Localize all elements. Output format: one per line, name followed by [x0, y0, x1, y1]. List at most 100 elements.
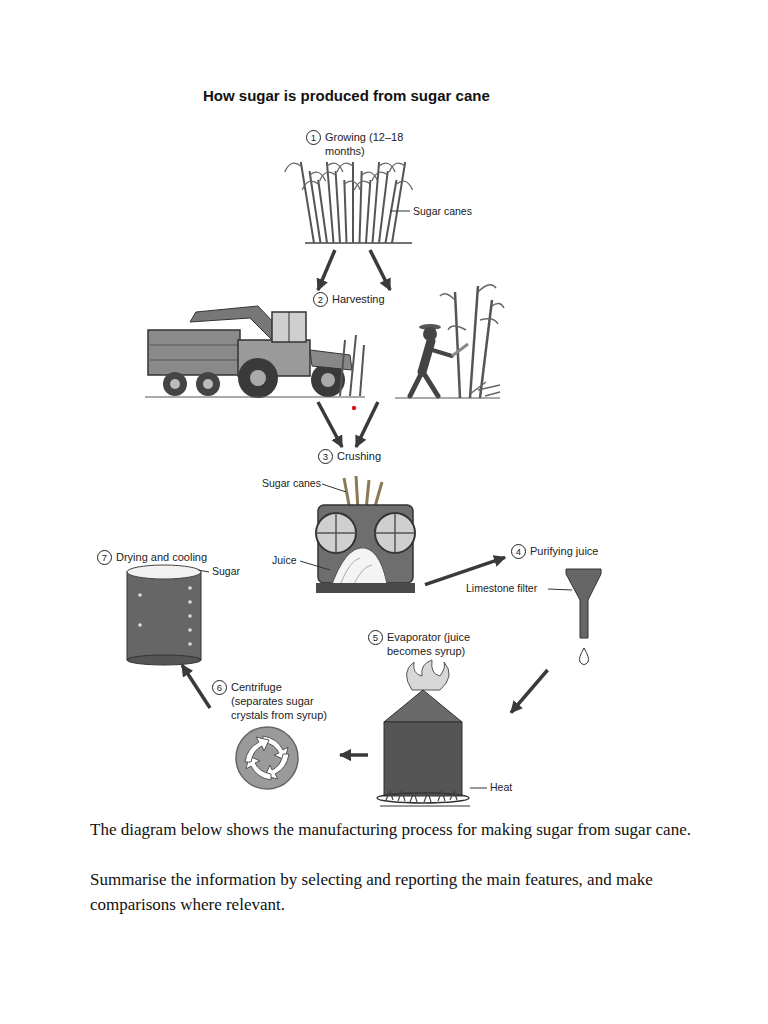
sugar-cane-stalk [352, 162, 354, 243]
stage-name: Crushing [337, 449, 381, 463]
sugar-cane-leaf [327, 163, 343, 172]
diagram-title: How sugar is produced from sugar cane [203, 87, 490, 104]
worker-cutting-cane [440, 285, 504, 330]
stage-heading: 3 Crushing [318, 449, 381, 464]
centrifuge [236, 727, 298, 789]
harvester-machine [360, 345, 364, 396]
leader-line [322, 484, 346, 492]
stage-heading: 7 Drying and cooling [97, 550, 207, 565]
sugar-cane-stalk [301, 162, 314, 243]
callout-number: 6 [212, 680, 227, 695]
sugar-cane-stalk [327, 162, 334, 243]
flow-arrow [182, 665, 210, 708]
flow-arrow [511, 670, 548, 713]
callout-number: 7 [97, 550, 112, 565]
process-stage: 7 Drying and cooling [92, 543, 227, 665]
stage-heading: 2 Harvesting [313, 292, 385, 307]
harvester-machine [272, 312, 306, 342]
drying-drum [188, 614, 192, 618]
sugar-cane-leaf [344, 181, 360, 190]
worker-cutting-cane [455, 292, 460, 398]
harvester-machine [145, 306, 365, 398]
process-stage: 2 Harvesting [140, 290, 510, 402]
callout-number: 2 [313, 292, 328, 307]
stage-name: Purifying juice [530, 544, 598, 558]
sugar-cane-leaf [337, 163, 353, 172]
limestone-filter-funnel [580, 648, 589, 665]
sugar-cane-leaf [310, 172, 326, 181]
leader-line [300, 561, 330, 570]
stage-name: Drying and cooling [116, 550, 207, 564]
worker-cutting-cane [395, 398, 500, 399]
drying-drum [188, 642, 192, 646]
harvester-machine [150, 360, 238, 361]
worker-cutting-cane [422, 341, 431, 372]
stage-heading: 1Growing (12–18 months) [306, 130, 410, 158]
evaporator [380, 806, 470, 807]
sugar-cane-stalk [344, 180, 346, 243]
limestone-filter-funnel [566, 569, 601, 665]
process-stage: 3 Crushing [250, 447, 425, 595]
flow-arrow [425, 557, 505, 584]
task-text: The diagram below shows the manufacturin… [90, 817, 702, 842]
callout-number: 5 [368, 630, 383, 645]
stage-name: Centrifuge (separates sugar crystals fro… [231, 680, 336, 722]
process-stage: 1Growing (12–18 months) [298, 128, 478, 250]
sugar-cane-leaf [362, 172, 378, 181]
part-label: Sugar canes [413, 205, 472, 218]
part-label: Limestone filter [466, 582, 537, 595]
flow-arrow [356, 402, 378, 447]
worker-cutting-cane [470, 382, 500, 396]
sugar-cane-leaf [354, 181, 370, 190]
centrifuge [245, 737, 269, 762]
process-stage: 5Evaporator (juice becomes syrup) [368, 628, 511, 808]
drying-drum [127, 572, 201, 660]
stage-name: Harvesting [332, 292, 385, 306]
stage-heading: 6 Centrifuge (separates sugar crystals fr… [212, 680, 336, 722]
worker-cutting-cane [395, 285, 504, 398]
callout-number: 3 [318, 449, 333, 464]
harvester-machine [196, 372, 220, 396]
drying-drum [188, 600, 192, 604]
drying-drum [127, 565, 201, 665]
sugar-cane-stalk [318, 180, 327, 243]
drying-drum [138, 593, 142, 597]
leader-line [198, 570, 209, 572]
stage-heading: 4Purifying juice [511, 544, 598, 559]
callout-number: 1 [306, 130, 321, 145]
harvester-machine [150, 345, 238, 346]
harvester-machine [170, 379, 180, 389]
harvester-machine [145, 397, 365, 398]
flow-arrow [318, 250, 335, 290]
part-label: Heat [490, 781, 512, 794]
evaporator [384, 690, 462, 722]
part-label: Sugar [212, 565, 240, 578]
sugar-cane-leaf [285, 163, 301, 172]
flow-arrow [340, 753, 368, 757]
sugar-cane-leaf [302, 181, 318, 190]
leader-line [470, 788, 487, 789]
harvester-machine [340, 340, 345, 396]
worker-cutting-cane [410, 372, 438, 396]
sugar-cane-stalk [392, 162, 405, 243]
sugar-cane-leaf [320, 172, 336, 181]
stage-heading: 5Evaporator (juice becomes syrup) [368, 630, 507, 658]
centrifuge [236, 727, 298, 789]
evaporator [406, 660, 449, 690]
harvester-machine [310, 350, 352, 370]
harvester-machine [163, 372, 187, 396]
evaporator [384, 722, 462, 796]
leader-line [548, 589, 572, 590]
part-label: Sugar canes [262, 477, 321, 490]
leader-line [390, 211, 410, 212]
harvester-machine [321, 373, 335, 387]
process-stage: 4Purifying juice [505, 542, 620, 670]
sugar-cane-field [285, 162, 413, 243]
evaporator [377, 660, 470, 806]
worker-cutting-cane [480, 300, 492, 398]
drying-drum [138, 623, 142, 627]
drying-drum [188, 586, 192, 590]
evaporator [386, 791, 457, 802]
task-text: Summarise the information by selecting a… [90, 867, 702, 917]
drying-drum [127, 655, 201, 665]
